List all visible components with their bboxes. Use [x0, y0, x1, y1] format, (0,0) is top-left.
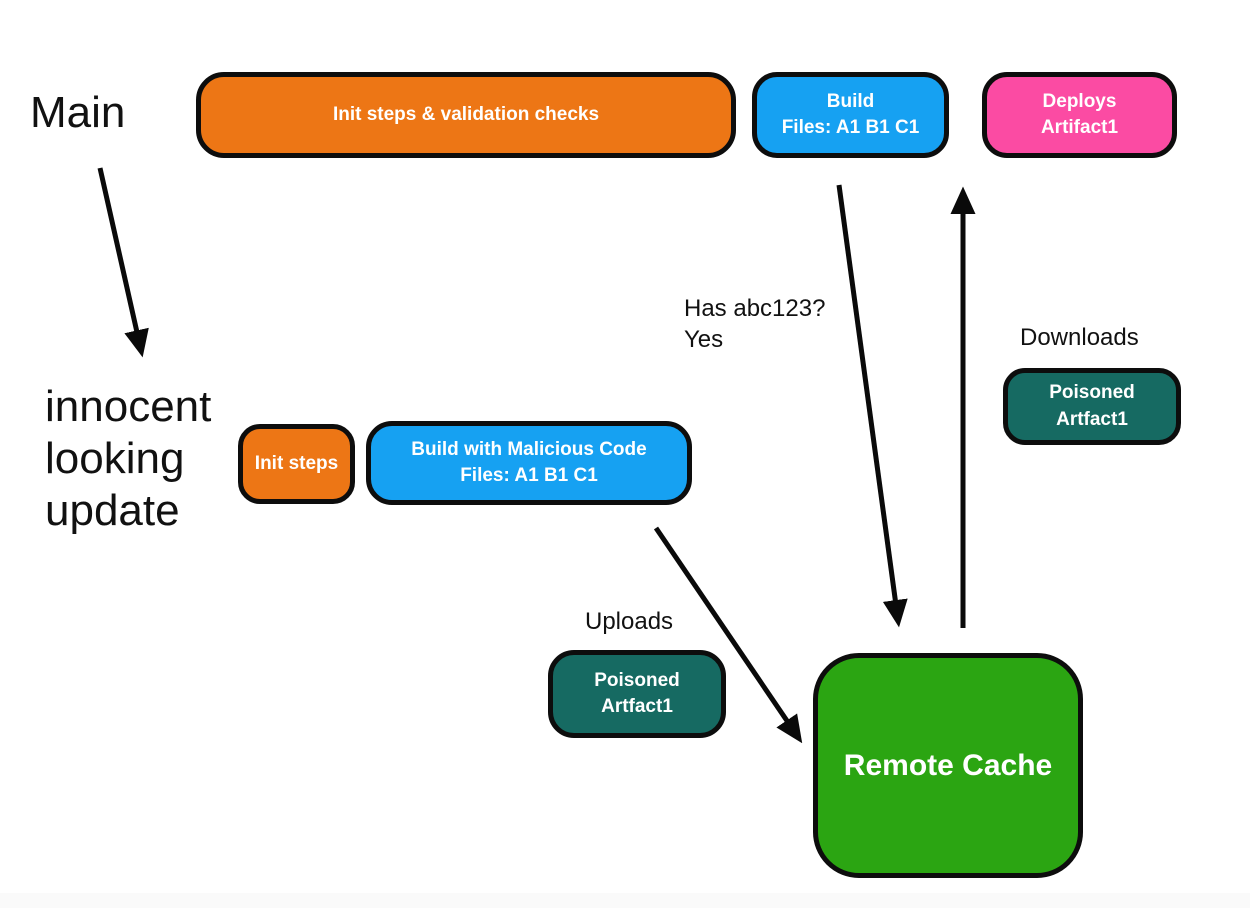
- node-init-steps: Init steps: [238, 424, 355, 504]
- update-branch-label-line3: update: [45, 486, 180, 535]
- node-remote-cache-label: Remote Cache: [843, 748, 1053, 782]
- node-build-malicious-label-line2: Files: A1 B1 C1: [460, 465, 598, 486]
- annotation-cache-check-line2: Yes: [684, 326, 724, 353]
- node-deploys-artifact: Deploys Artifact1: [982, 72, 1177, 158]
- node-deploys-label-line2: Artifact1: [1040, 117, 1119, 138]
- update-branch-label-line1: innocent: [45, 382, 212, 431]
- node-poisoned-upload-line2: Artfact1: [601, 696, 673, 717]
- node-build-label-line2: Files: A1 B1 C1: [781, 117, 920, 138]
- node-poisoned-download-line2: Artfact1: [1056, 408, 1128, 430]
- node-build-malicious-label-line1: Build with Malicious Code: [411, 438, 647, 460]
- node-init-steps-label: Init steps: [254, 452, 339, 474]
- annotation-cache-check-line1: Has abc123?: [684, 295, 826, 322]
- main-branch-label: Main: [30, 88, 126, 137]
- annotation-cache-check: Has abc123? Yes: [684, 293, 825, 355]
- node-init-validation-label: Init steps & validation checks: [332, 103, 600, 125]
- node-poisoned-upload-line1: Poisoned: [594, 669, 680, 691]
- update-branch-label: innocent looking update: [45, 381, 211, 537]
- node-remote-cache: Remote Cache: [813, 653, 1083, 878]
- node-poisoned-artifact-download: Poisoned Artfact1: [1003, 368, 1181, 445]
- node-poisoned-artifact-upload: Poisoned Artfact1: [548, 650, 726, 738]
- annotation-downloads: Downloads: [1020, 324, 1139, 351]
- node-init-validation-checks: Init steps & validation checks: [196, 72, 736, 158]
- canvas-bottom-edge: [0, 893, 1250, 908]
- node-build-label-line1: Build: [826, 90, 875, 112]
- node-build: Build Files: A1 B1 C1: [752, 72, 949, 158]
- arrow-build-to-cache: [836, 184, 908, 628]
- arrow-main-to-update: [97, 167, 149, 358]
- node-build-malicious-code: Build with Malicious Code Files: A1 B1 C…: [366, 421, 692, 505]
- annotation-uploads: Uploads: [585, 608, 674, 635]
- node-poisoned-download-line1: Poisoned: [1049, 382, 1135, 404]
- node-deploys-label-line1: Deploys: [1042, 90, 1117, 112]
- update-branch-label-line2: looking: [45, 434, 185, 483]
